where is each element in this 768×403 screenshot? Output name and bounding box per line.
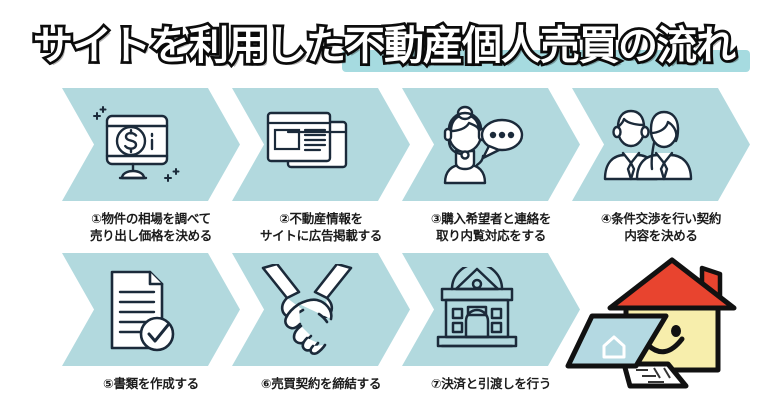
headset-person-chat-icon <box>402 88 552 201</box>
step-6[interactable]: ⑥売買契約を締結する <box>232 253 410 392</box>
step-1[interactable]: ①物件の相場を調べて 売り出し価格を決める <box>62 88 240 245</box>
house-character-with-laptop-illustration <box>556 246 768 403</box>
step-7-chevron <box>402 253 580 366</box>
browser-windows-icon <box>232 88 382 201</box>
step-5[interactable]: ⑤書類を作成する <box>62 253 240 392</box>
two-business-people-icon <box>572 88 722 201</box>
step-5-label: ⑤書類を作成する <box>103 376 199 391</box>
step-1-label: ①物件の相場を調べて 売り出し価格を決める <box>89 211 212 244</box>
step-2-chevron <box>232 88 410 201</box>
steps-row-bottom: ⑤書類を作成する <box>0 253 768 403</box>
step-2[interactable]: ②不動産情報を サイトに広告掲載する <box>232 88 410 245</box>
step-2-label: ②不動産情報を サイトに広告掲載する <box>259 211 382 244</box>
steps-row-top: ①物件の相場を調べて 売り出し価格を決める <box>0 88 768 243</box>
step-6-label: ⑥売買契約を締結する <box>260 376 382 391</box>
step-4-label: ④条件交渉を行い契約 内容を決める <box>600 211 722 244</box>
step-5-chevron <box>62 253 240 366</box>
step-3-label: ③購入希望者と連絡を 取り内覧対応をする <box>430 211 552 244</box>
step-1-chevron <box>62 88 240 201</box>
bank-building-icon <box>402 253 552 366</box>
document-check-icon <box>62 253 212 366</box>
step-3[interactable]: ③購入希望者と連絡を 取り内覧対応をする <box>402 88 580 245</box>
monitor-dollar-icon <box>62 88 212 201</box>
step-7-label: ⑦決済と引渡しを行う <box>430 376 552 391</box>
step-6-chevron <box>232 253 410 366</box>
step-4[interactable]: ④条件交渉を行い契約 内容を決める <box>572 88 750 245</box>
step-3-chevron <box>402 88 580 201</box>
handshake-icon <box>232 253 382 366</box>
page-title: サイトを利用した不動産個人売買の流れ <box>30 20 739 72</box>
title-highlight-bar <box>342 50 750 72</box>
step-7[interactable]: ⑦決済と引渡しを行う <box>402 253 580 392</box>
page-title-area: サイトを利用した不動産個人売買の流れ <box>0 0 768 86</box>
step-4-chevron <box>572 88 750 201</box>
